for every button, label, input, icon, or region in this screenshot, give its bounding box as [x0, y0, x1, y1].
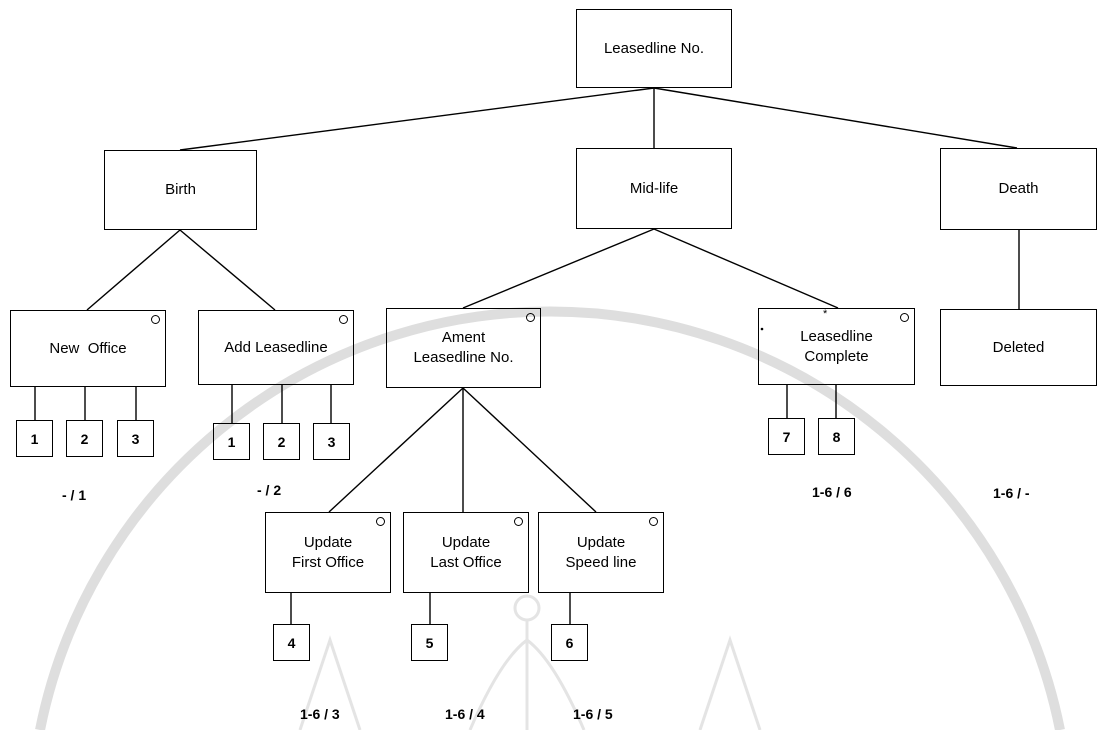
update-last-label-line-2: Last Office: [430, 553, 502, 571]
birth-box: Birth: [104, 150, 257, 230]
note-new-office: - / 1: [62, 487, 87, 503]
selection-circle-icon: [339, 315, 348, 324]
midlife-label: Mid-life: [629, 179, 679, 197]
leaf-box: 1: [16, 420, 53, 457]
update-speed-label-line-1: Update: [576, 533, 626, 551]
leaf-box: 8: [818, 418, 855, 455]
leaf-box: 4: [273, 624, 310, 661]
note-update-speed: 1-6 / 5: [573, 706, 613, 722]
leaf-box: 3: [313, 423, 350, 460]
deleted-box: Deleted: [940, 309, 1097, 386]
leaf-box: 3: [117, 420, 154, 457]
deleted-label: Deleted: [992, 338, 1045, 356]
midlife-box: Mid-life: [576, 148, 732, 229]
new-office-label: New Office: [49, 339, 127, 357]
note-add-leasedline: - / 2: [257, 482, 282, 498]
root-box: Leasedline No.: [576, 9, 732, 88]
update-first-office-box: Update First Office: [265, 512, 391, 593]
leasedline-complete-box: Leasedline Complete *: [758, 308, 915, 385]
selection-circle-icon: [526, 313, 535, 322]
note-update-last: 1-6 / 4: [445, 706, 485, 722]
complete-label-line-1: Leasedline: [800, 327, 873, 345]
selection-circle-icon: [514, 517, 523, 526]
add-leasedline-label: Add Leasedline: [224, 338, 328, 356]
leaf-box: 7: [768, 418, 805, 455]
complete-label-line-2: Complete: [804, 347, 869, 365]
birth-label: Birth: [165, 181, 196, 198]
leaf-box: 2: [263, 423, 300, 460]
selection-circle-icon: [151, 315, 160, 324]
ament-label-line-2: Leasedline No.: [413, 349, 514, 366]
death-label: Death: [998, 180, 1039, 197]
selection-circle-icon: [900, 313, 909, 322]
selection-circle-icon: [376, 517, 385, 526]
update-speed-label-line-2: Speed line: [565, 553, 637, 571]
add-leasedline-box: Add Leasedline: [198, 310, 354, 385]
update-last-label-line-1: Update: [441, 533, 491, 551]
new-office-box: New Office: [10, 310, 166, 387]
update-last-office-box: Update Last Office: [403, 512, 529, 593]
ament-box: Ament Leasedline No.: [386, 308, 541, 388]
leaf-box: 6: [551, 624, 588, 661]
note-complete: 1-6 / 6: [812, 484, 852, 500]
ament-label-line-1: Ament: [441, 329, 486, 346]
update-first-label-line-2: First Office: [291, 553, 365, 571]
asterisk-mark: *: [823, 308, 828, 320]
update-first-label-line-1: Update: [303, 533, 353, 551]
leaf-box: 1: [213, 423, 250, 460]
leaf-box: 5: [411, 624, 448, 661]
note-update-first: 1-6 / 3: [300, 706, 340, 722]
root-label: Leasedline No.: [603, 39, 705, 57]
note-deleted: 1-6 / -: [993, 485, 1030, 501]
death-box: Death: [940, 148, 1097, 230]
selection-circle-icon: [649, 517, 658, 526]
leaf-box: 2: [66, 420, 103, 457]
update-speed-line-box: Update Speed line: [538, 512, 664, 593]
